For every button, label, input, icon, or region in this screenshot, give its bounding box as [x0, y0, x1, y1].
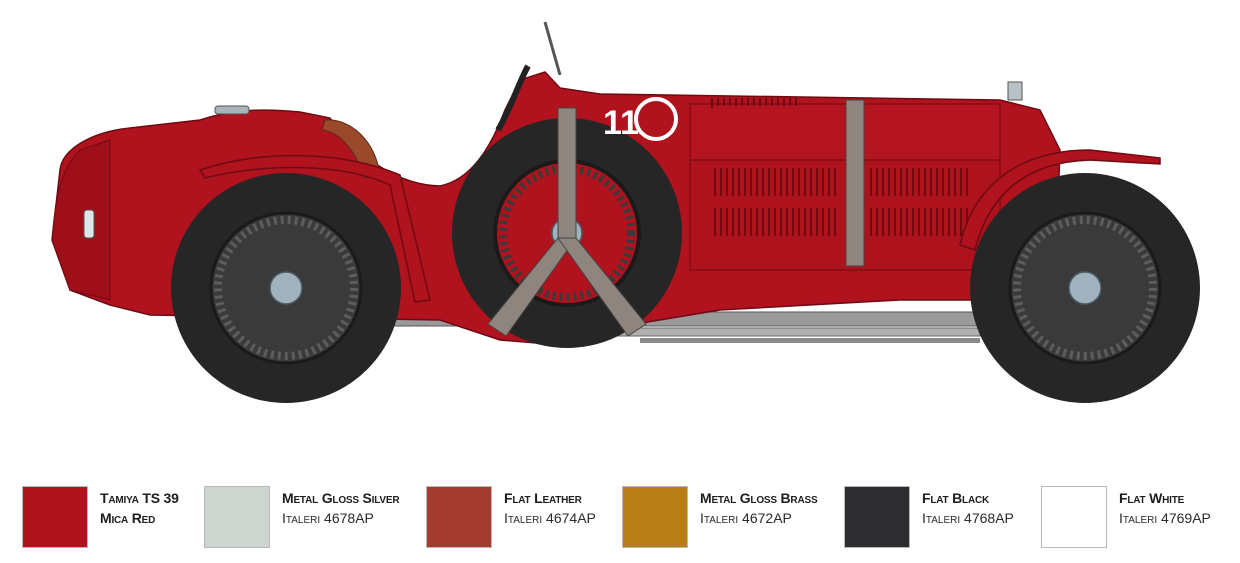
paint-name: Metal Gloss Brass	[700, 490, 818, 506]
color-chip	[426, 486, 492, 548]
paint-swatch: Tamiya TS 39 Mica Red	[22, 486, 232, 552]
color-chip	[204, 486, 270, 548]
steering-wheel	[495, 64, 531, 132]
front-wheel	[970, 173, 1200, 403]
rear-wheel	[171, 173, 401, 403]
fuel-cap	[214, 105, 250, 115]
paint-name: Flat Black	[922, 490, 990, 506]
paint-label: Tamiya TS 39 Mica Red	[100, 488, 240, 528]
race-number: 11	[603, 104, 639, 142]
paint-code: Italeri 4674AP	[504, 510, 596, 526]
paint-code: Italeri 4672AP	[700, 510, 792, 526]
antenna	[543, 21, 562, 76]
paint-name: Metal Gloss Silver	[282, 490, 400, 506]
hood-louvers	[711, 98, 968, 236]
headlight	[83, 209, 95, 239]
paint-code: Italeri 4769AP	[1119, 510, 1211, 526]
color-chip	[844, 486, 910, 548]
spare-wheel-straps	[487, 99, 865, 337]
color-chip	[22, 486, 88, 548]
radiator-cap	[1007, 81, 1023, 101]
paint-name: Flat Leather	[504, 490, 582, 506]
color-chip	[1041, 486, 1107, 548]
front-fender	[959, 149, 1161, 251]
paint-code: Italeri 4678AP	[282, 510, 374, 526]
paint-name: Flat White	[1119, 490, 1185, 506]
paint-name-line2: Mica Red	[100, 510, 156, 526]
car-illustration: 11	[51, 21, 1200, 403]
paint-code: Italeri 4768AP	[922, 510, 1014, 526]
color-chip	[622, 486, 688, 548]
paint-name: Tamiya TS 39	[100, 490, 179, 506]
rear-fender	[198, 154, 431, 303]
number-decal: 11	[603, 97, 678, 142]
